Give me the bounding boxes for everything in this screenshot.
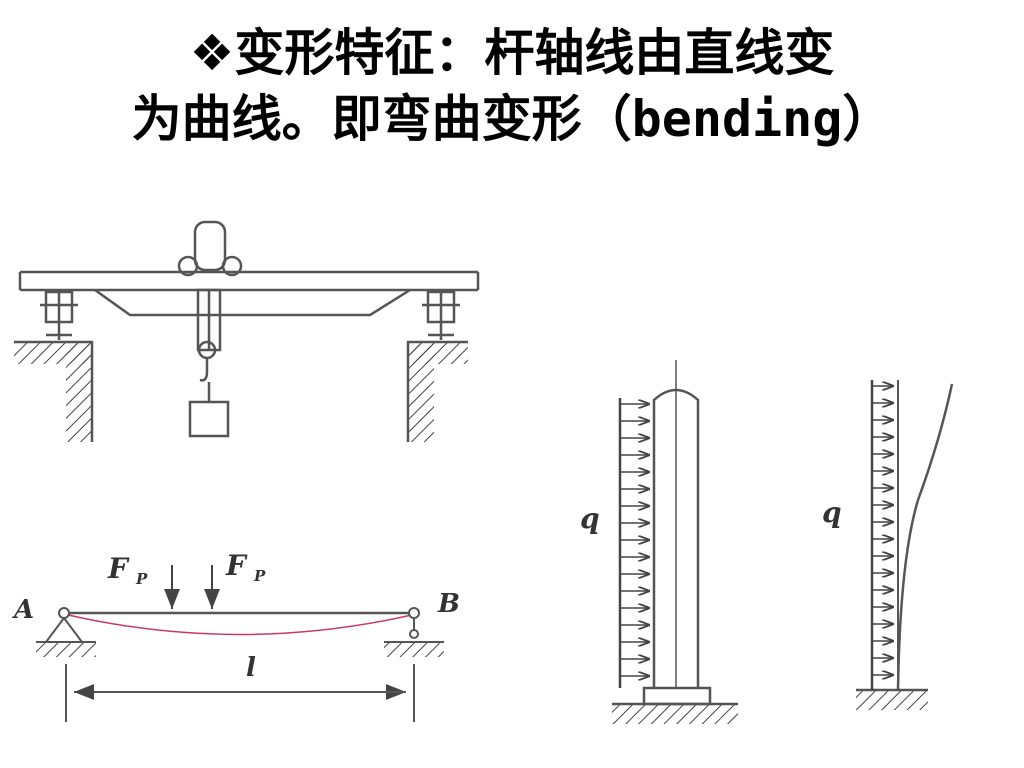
force-label-2-subscript: P bbox=[253, 567, 266, 585]
deformed-ground-hatch bbox=[856, 690, 928, 710]
column-figure-undeformed: q bbox=[580, 360, 738, 724]
support-right bbox=[384, 607, 444, 657]
title-line-2-english: bending bbox=[631, 90, 843, 148]
crane-wheel-right bbox=[422, 290, 460, 340]
crane-girder bbox=[18, 270, 480, 317]
column-figure-deformed: q bbox=[822, 380, 954, 710]
support-label-a: A bbox=[11, 595, 34, 625]
title-line-1: ❖变形特征：杆轴线由直线变 bbox=[189, 24, 835, 82]
span-label: l bbox=[246, 653, 256, 683]
crane-hoist bbox=[177, 220, 243, 402]
distributed-load-arrows-right bbox=[870, 380, 894, 690]
deformed-column-curve bbox=[896, 383, 954, 691]
crane-figure bbox=[14, 220, 480, 442]
column-body bbox=[652, 360, 700, 688]
simple-beam-figure: F P F P A B l bbox=[11, 549, 460, 722]
deflection-curve bbox=[63, 613, 417, 636]
title-line-2-chinese: 为曲线。即弯曲变形（ bbox=[131, 90, 632, 148]
title-line-2-end: ） bbox=[842, 90, 893, 148]
distributed-load-arrows-left bbox=[618, 398, 650, 688]
crane-wheel-left bbox=[40, 290, 78, 340]
crane-load-block bbox=[188, 400, 230, 438]
force-label-1: F bbox=[107, 552, 130, 585]
crane-right-wall bbox=[406, 340, 468, 442]
span-dimension bbox=[65, 664, 415, 722]
crane-left-wall bbox=[14, 340, 94, 442]
load-label-q-left: q bbox=[580, 502, 600, 535]
load-label-q-right: q bbox=[822, 496, 842, 529]
support-label-b: B bbox=[437, 589, 460, 619]
title-line-2: 为曲线。即弯曲变形（bending） bbox=[0, 86, 1024, 152]
force-label-1-subscript: P bbox=[135, 570, 148, 588]
slide-title: ❖变形特征：杆轴线由直线变 为曲线。即弯曲变形（bending） bbox=[0, 20, 1024, 152]
force-label-2: F bbox=[225, 549, 248, 582]
column-base bbox=[642, 686, 712, 706]
column-ground-hatch bbox=[612, 704, 738, 724]
support-left bbox=[36, 607, 96, 657]
